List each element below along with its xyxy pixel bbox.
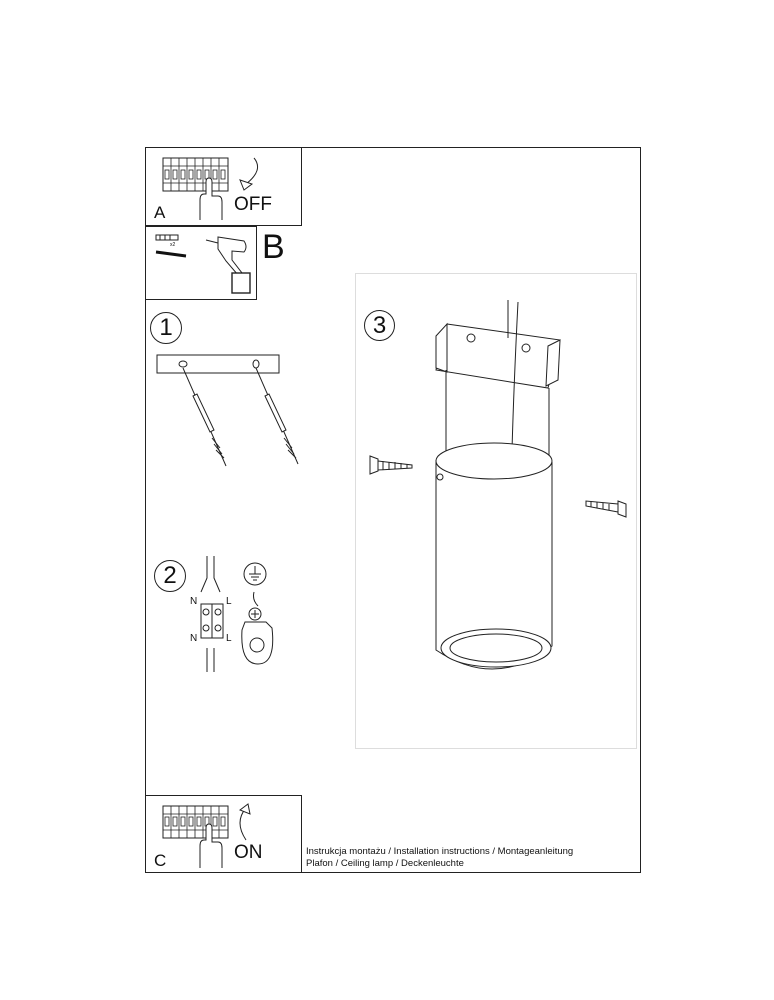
panel-c-power-on: C ON	[145, 795, 302, 873]
power-on-label: ON	[234, 842, 263, 863]
drill-icon	[205, 236, 251, 294]
step-1-number: 1	[150, 312, 182, 344]
step-3-panel	[355, 273, 637, 749]
panel-b-tools: x2	[145, 226, 257, 300]
hand-icon	[199, 177, 223, 220]
arrow-up-icon	[238, 803, 251, 841]
hand-icon	[199, 823, 223, 868]
neutral-top-label: N	[190, 596, 198, 607]
step-2-number: 2	[154, 560, 186, 592]
arrow-down-icon	[239, 157, 259, 191]
screw-icon	[369, 455, 627, 518]
live-top-label: L	[226, 596, 232, 607]
caption-line-2: Plafon / Ceiling lamp / Deckenleuchte	[306, 858, 464, 869]
panel-b-letter: B	[262, 228, 285, 266]
breaker-panel-icon	[162, 805, 229, 839]
neutral-bottom-label: N	[190, 633, 198, 644]
panel-a-letter: A	[154, 203, 166, 222]
caption-line-1: Instrukcja montażu / Installation instru…	[306, 846, 574, 857]
instruction-sheet-frame	[145, 147, 641, 873]
panel-a-power-off: A OFF	[145, 147, 302, 226]
live-bottom-label: L	[226, 633, 232, 644]
power-off-label: OFF	[234, 194, 272, 215]
anchor-count: x2	[170, 242, 176, 248]
panel-c-letter: C	[154, 851, 167, 870]
wall-plug-icon	[155, 234, 187, 258]
step-3-number: 3	[364, 310, 395, 341]
breaker-panel-icon	[162, 157, 229, 192]
